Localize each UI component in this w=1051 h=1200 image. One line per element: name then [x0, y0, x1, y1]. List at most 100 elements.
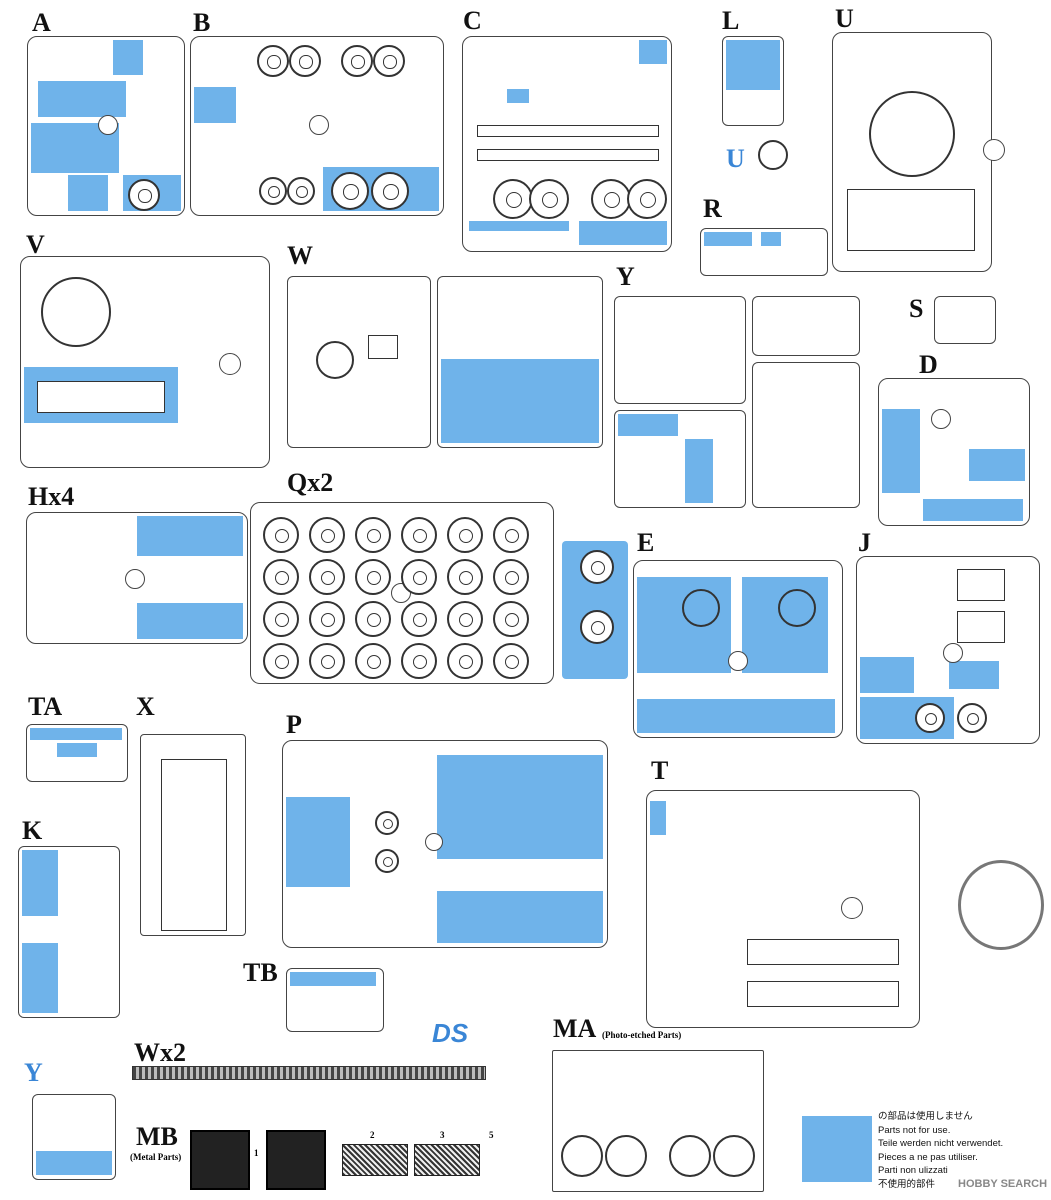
engine-deck-part [847, 189, 975, 251]
road-wheel-part [447, 559, 483, 595]
unused-parts-area [437, 891, 603, 943]
hatch-part [682, 589, 720, 627]
sprue-label-p: P [286, 710, 302, 739]
sprue-hub [728, 651, 748, 671]
sprue-c [462, 36, 672, 252]
turret-ring-part [758, 140, 788, 170]
unused-parts-area [469, 221, 569, 231]
wheel-part [259, 177, 287, 205]
sprue-h [26, 512, 248, 644]
sprue-r [700, 228, 828, 276]
unused-parts-area [704, 232, 752, 246]
photo-etched-caption: (Photo-etched Parts) [602, 1030, 682, 1040]
fan-grille-part [713, 1135, 755, 1177]
sprue-hub [98, 115, 118, 135]
sprue-y-b [752, 296, 860, 356]
sprue-e [633, 560, 843, 738]
road-wheel-part [309, 517, 345, 553]
road-wheel-part [493, 601, 529, 637]
wheel-part [287, 177, 315, 205]
sprue-label-v: V [26, 230, 45, 259]
road-wheel-part [355, 643, 391, 679]
sprue-k [18, 846, 120, 1018]
road-wheel-part [263, 559, 299, 595]
sprue-u [832, 32, 1005, 272]
metal-screen-part [190, 1130, 250, 1190]
sprue-l [722, 36, 784, 126]
legend-line: Parts not for use. [878, 1124, 951, 1136]
hull-plate-part [37, 381, 165, 413]
unused-parts-area [726, 40, 780, 90]
legend-line: 不使用的部件 [878, 1178, 936, 1190]
unused-parts-area [639, 40, 667, 64]
sprue-label-ta: TA [28, 692, 63, 721]
unused-parts-area [685, 439, 713, 503]
sprue-hub [931, 409, 951, 429]
unused-parts-area [507, 89, 529, 103]
sprue-label-w: W [287, 241, 313, 270]
unused-parts-area [36, 1151, 112, 1175]
sprue-label-e: E [637, 528, 655, 557]
legend-line: Teile werden nicht verwendet. [878, 1138, 1004, 1149]
unused-parts-area [137, 603, 243, 639]
unused-parts-area [618, 414, 678, 436]
unused-parts-area [286, 797, 350, 887]
legend-text: の部品は使用しません Parts not for use. Teile werd… [878, 1110, 1003, 1191]
unused-parts-area [579, 221, 667, 245]
sprue-w-left [287, 276, 431, 448]
turret-ring-part [958, 860, 1044, 950]
unused-parts-area [22, 850, 58, 916]
sprue-label-l: L [722, 6, 740, 35]
sprue-label-u-small: U [726, 144, 745, 173]
road-wheel-part [401, 601, 437, 637]
wheel-part [257, 45, 289, 77]
road-wheel-part [309, 601, 345, 637]
unused-parts-area [923, 499, 1023, 521]
road-wheel-part [401, 643, 437, 679]
wheel-part [373, 45, 405, 77]
unused-parts-area [742, 577, 828, 673]
unused-parts-area [22, 943, 58, 1013]
legend-swatch [802, 1116, 872, 1182]
road-wheel-part [263, 643, 299, 679]
unused-parts-area [113, 40, 143, 75]
road-wheel-part [493, 517, 529, 553]
sprue-label-d: D [919, 350, 938, 379]
sprue-label-u: U [835, 4, 854, 33]
sprue-label-b: B [193, 8, 211, 37]
sprue-v [20, 256, 270, 468]
metal-parts-caption: (Metal Parts) [130, 1152, 182, 1162]
sprue-hub [125, 569, 145, 589]
part-number: 3 [440, 1130, 445, 1140]
sprocket-part [529, 179, 569, 219]
mantlet-part [316, 341, 354, 379]
sprue-label-tb: TB [243, 958, 278, 987]
legend-line: Parti non ulizzati [878, 1165, 948, 1176]
unused-parts-area [437, 755, 603, 859]
sprue-label-mb: MB [136, 1122, 178, 1151]
unused-parts-area [637, 699, 835, 733]
sprue-label-x: X [136, 692, 155, 721]
road-wheel-part [401, 559, 437, 595]
armor-plate-part [747, 981, 899, 1007]
unused-parts-area [38, 81, 126, 117]
sprue-d [878, 378, 1030, 526]
part-number: 1 [254, 1148, 259, 1158]
metal-screen-part [266, 1130, 326, 1190]
unused-parts-area [761, 232, 781, 246]
road-wheel-part [355, 601, 391, 637]
turret-ring-part [41, 277, 111, 347]
armor-plate-part [747, 939, 899, 965]
sprue-s [934, 296, 996, 344]
drum-part [957, 703, 987, 733]
sprue-y-a [614, 296, 746, 404]
sprue-hub [219, 353, 241, 375]
unused-parts-area [441, 359, 599, 443]
sprue-j [856, 556, 1040, 744]
mesh-screen-part [414, 1144, 480, 1176]
sprue-label-t: T [651, 756, 669, 785]
unused-parts-area [290, 972, 376, 986]
unused-parts-area [949, 661, 999, 689]
unused-parts-area [68, 175, 108, 211]
road-wheel-part [355, 517, 391, 553]
